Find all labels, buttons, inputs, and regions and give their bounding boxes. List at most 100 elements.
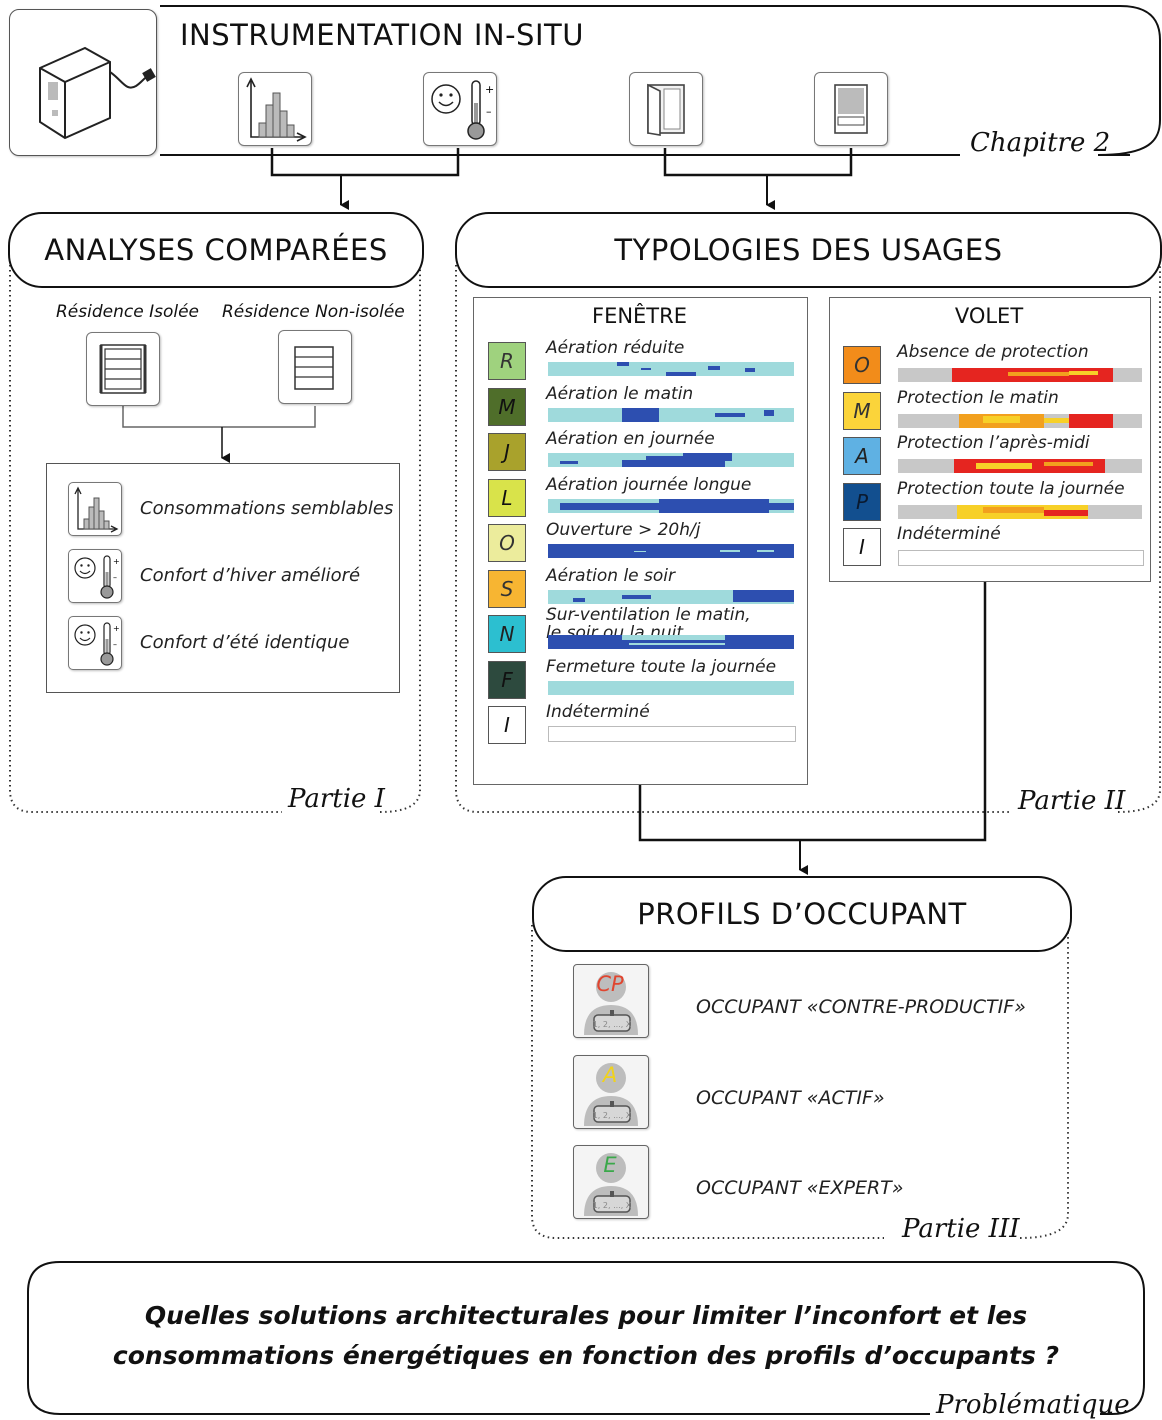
bar-segment: [548, 635, 794, 649]
volet-code-o: O: [843, 346, 881, 384]
occupant-label: OCCUPANT «CONTRE-PRODUCTIF»: [696, 996, 1026, 1018]
fenetre-code-i: I: [488, 706, 526, 744]
residence-non-isolee-label: Résidence Non-isolée: [222, 302, 405, 322]
fenetre-legend: [473, 297, 808, 785]
svg-text:1, 2, ..., X: 1, 2, ..., X: [593, 1111, 632, 1120]
fenetre-label: Aération journée longue: [546, 474, 752, 495]
fenetre-code-r: R: [488, 342, 526, 380]
shutter-icon: [834, 84, 868, 134]
occupant-avatar-icon: 1, 2, ..., X: [573, 964, 649, 1038]
svg-text:–: –: [486, 105, 492, 118]
bar-segment: [683, 453, 733, 462]
bar-segment: [634, 551, 647, 553]
fenetre-label: Aération le soir: [546, 565, 676, 586]
bar-segment: [641, 367, 652, 371]
bar-segment: [1044, 417, 1069, 424]
window-tile: [629, 72, 703, 146]
sensor-box-tile: [9, 9, 157, 156]
fenetre-label-line-1: Sur-ventilation le matin,: [546, 605, 751, 625]
bar-segment: [548, 407, 794, 422]
occupant-letter: A: [602, 1062, 618, 1087]
chapter-label: Chapitre 2: [970, 128, 1111, 158]
bar-segment: [629, 642, 726, 646]
result-label: Confort d’été identique: [140, 632, 350, 653]
fenetre-code-n: N: [488, 615, 526, 653]
bar-segment: [976, 463, 1033, 469]
window-icon: [647, 83, 685, 136]
typologies-header: TYPOLOGIES DES USAGES: [455, 212, 1162, 288]
usage-bar: [548, 498, 794, 513]
bar-segment: [621, 460, 684, 467]
comfort-thermometer-tile: +–: [68, 549, 122, 603]
bar-segment: [757, 549, 775, 553]
usage-bar: [548, 362, 794, 376]
histogram-tile: [238, 72, 312, 146]
bar-segment: [626, 407, 652, 422]
bar-segment: [1044, 510, 1089, 516]
sensor-box-icon: [39, 46, 156, 140]
part-ii-label: Partie II: [1018, 786, 1126, 816]
histogram-icon: [74, 486, 119, 533]
bar-segment: [1068, 413, 1113, 428]
usage-bar: [548, 680, 794, 695]
bar-segment: [548, 362, 794, 376]
fenetre-label: Aération le matin: [546, 383, 694, 404]
fenetre-title: FENÊTRE: [591, 304, 687, 328]
bar-segment: [646, 455, 726, 467]
analyses-title: ANALYSES COMPARÉES: [44, 233, 388, 267]
bar-segment: [1007, 372, 1069, 377]
fenetre-label: Indéterminé: [546, 702, 650, 722]
svg-text:1, 2, ..., X: 1, 2, ..., X: [593, 1201, 632, 1210]
usage-bar: [548, 407, 794, 422]
fenetre-label: Fermeture toute la journée: [546, 656, 777, 677]
part-i-label: Partie I: [288, 784, 385, 814]
result-label: Confort d’hiver amélioré: [140, 565, 361, 586]
usage-bar: [548, 544, 794, 558]
comfort-thermometer-tile: +–: [68, 616, 122, 670]
profils-header: PROFILS D’OCCUPANT: [532, 876, 1072, 952]
usage-bar: [898, 504, 1142, 519]
occupant-label: OCCUPANT «ACTIF»: [696, 1086, 885, 1109]
usage-bar: [548, 635, 794, 649]
occupant-avatar-icon: 1, 2, ..., X: [573, 1054, 649, 1129]
volet-label: Protection le matin: [897, 387, 1059, 408]
bar-segment: [658, 498, 770, 513]
histogram-icon: [246, 77, 307, 142]
bar-segment: [548, 544, 794, 558]
volet-label: Protection toute la journée: [897, 478, 1125, 499]
bar-segment: [720, 549, 740, 553]
fenetre-label: Aération réduite: [546, 338, 685, 358]
fenetre-code-o: O: [488, 524, 526, 562]
fenetre-code-j: J: [488, 433, 526, 471]
residence-isolee-icon: [86, 332, 160, 406]
occupant-avatar-icon: 1, 2, ..., X: [573, 1145, 649, 1219]
occupant-label: OCCUPANT «EXPERT»: [696, 1177, 904, 1199]
problematique-line-1: Quelles solutions architecturales pour l…: [144, 1301, 1028, 1330]
svg-text:+: +: [113, 624, 120, 633]
bar-segment: [732, 589, 794, 603]
typologies-title: TYPOLOGIES DES USAGES: [614, 233, 1003, 267]
fenetre-label: Ouverture > 20h/j: [546, 520, 701, 540]
occupant-letter: E: [603, 1153, 617, 1177]
bar-segment: [621, 595, 652, 600]
bar-segment: [764, 410, 775, 416]
volet-code-i: I: [843, 528, 881, 566]
instrumentation-title: INSTRUMENTATION IN-SITU: [180, 18, 584, 52]
comfort-thermometer-icon: +–: [74, 622, 120, 666]
residence-isolee-label: Résidence Isolée: [56, 302, 199, 322]
usage-bar: [898, 550, 1144, 566]
bar-segment: [983, 507, 1045, 513]
volet-code-p: P: [843, 482, 881, 521]
result-label: Consommations semblables: [140, 498, 394, 519]
volet-label: Protection l’après-midi: [897, 433, 1090, 453]
usage-bar: [548, 726, 796, 742]
usage-bar: [898, 459, 1142, 473]
bar-segment: [616, 362, 630, 367]
volet-title: VOLET: [954, 304, 1024, 328]
svg-text:1, 2, ..., X: 1, 2, ..., X: [593, 1020, 632, 1029]
svg-text:–: –: [113, 640, 117, 649]
part-iii-label: Partie III: [902, 1214, 1020, 1244]
analyses-header: ANALYSES COMPARÉES: [8, 212, 424, 288]
fenetre-code-s: S: [488, 569, 526, 608]
